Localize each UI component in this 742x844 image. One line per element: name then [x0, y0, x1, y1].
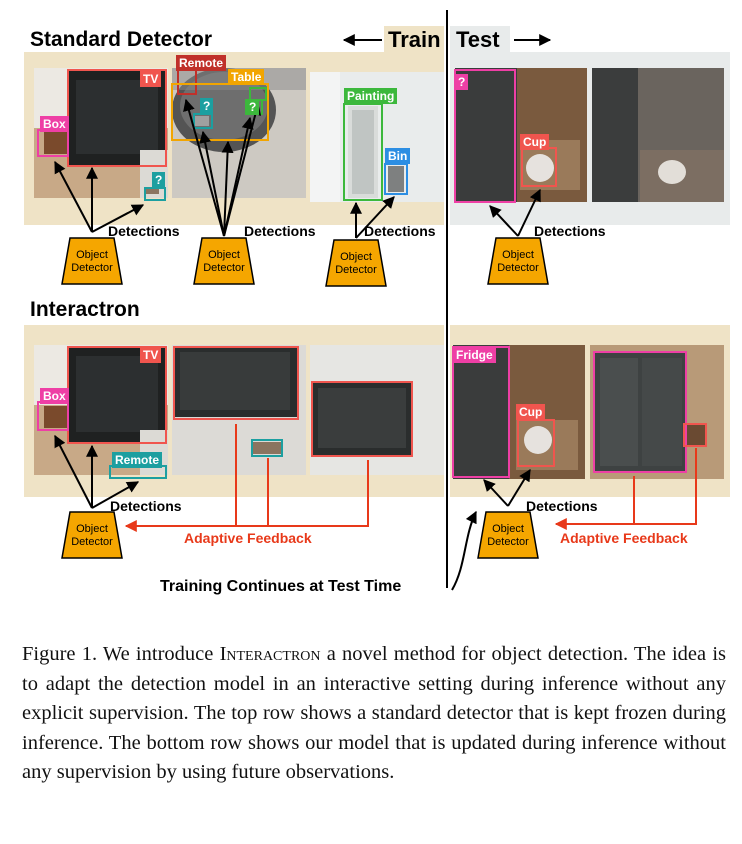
interactron-heading: Interactron [30, 298, 140, 321]
test-label-bg [450, 26, 510, 52]
train-heading: Train [388, 27, 441, 52]
bottom-frame-2 [172, 345, 306, 475]
detections-label-2: Detections [244, 223, 316, 239]
detections-label-5: Detections [110, 498, 182, 514]
tag-painting-top: Painting [344, 88, 398, 104]
bbox-table-top [171, 83, 269, 141]
detector-top-4 [487, 237, 549, 285]
bbox-tv-bottom-3 [311, 381, 413, 457]
detections-label-3: Detections [364, 223, 436, 239]
detector-top-3 [325, 239, 387, 287]
standard-detector-heading: Standard Detector [30, 28, 213, 51]
tag-tv-top: TV [140, 71, 162, 87]
feedback-lines-right [554, 448, 697, 530]
bottom-frame-5 [590, 345, 724, 479]
tag-remote-bottom: Remote [112, 452, 163, 468]
bbox-unknown-1 [144, 187, 166, 201]
bottom-arrows-2 [483, 468, 531, 507]
tag-box-top: Box [40, 116, 69, 132]
detector-bottom-2 [477, 511, 539, 559]
detections-label-4: Detections [534, 223, 606, 239]
top-arrows-4 [489, 188, 541, 237]
tag-unknown-2: ? [200, 98, 214, 114]
top-frame-5 [592, 68, 724, 202]
figure-1: Standard Detector Interactron Train Test… [24, 10, 730, 595]
top-arrows-1 [54, 160, 145, 233]
bottom-arrows-1 [54, 434, 140, 509]
bottom-frame-3 [310, 345, 444, 475]
adaptive-feedback-label-right: Adaptive Feedback [560, 530, 688, 546]
tag-unknown-1: ? [152, 172, 166, 188]
detector-top-2 [193, 237, 255, 285]
top-arrows-3 [350, 196, 395, 239]
figure-caption: Figure 1. We introduce Interactron a nov… [22, 643, 727, 783]
bbox-cup-bottom-2 [683, 423, 707, 447]
tag-remote-top: Remote [176, 55, 227, 71]
detector-top-1 [61, 237, 123, 285]
bbox-tv-bottom-2 [173, 346, 299, 420]
detections-label-1: Detections [108, 223, 180, 239]
tag-bin-top: Bin [385, 148, 411, 164]
bbox-remote-bottom-2 [251, 439, 283, 457]
train-label-bg [384, 26, 444, 52]
tag-cup-bottom: Cup [516, 404, 546, 420]
bbox-bin-top [384, 163, 408, 195]
top-frame-1 [34, 68, 168, 198]
tag-tv-bottom: TV [140, 347, 162, 363]
tag-box-bottom: Box [40, 388, 69, 404]
tag-unknown-3: ? [246, 99, 260, 115]
tag-fridge-bottom: Fridge [453, 347, 496, 363]
feedback-lines-left [124, 424, 369, 532]
training-continues-arrow [451, 510, 477, 591]
adaptive-feedback-label-left: Adaptive Feedback [184, 530, 312, 546]
tag-table-top: Table [228, 69, 265, 85]
top-arrows-2 [183, 98, 262, 237]
bbox-unknown-test [454, 69, 516, 203]
detector-bottom-1 [61, 511, 123, 559]
bbox-cup-bottom [517, 419, 555, 467]
bbox-fridge-bottom-2 [593, 351, 687, 473]
bbox-unknown-2 [193, 113, 213, 129]
tag-cup-top: Cup [520, 134, 550, 150]
training-continues-label: Training Continues at Test Time [160, 578, 402, 595]
test-heading: Test [456, 27, 500, 52]
bbox-painting-top [343, 103, 383, 201]
tag-unknown-test: ? [455, 74, 469, 90]
caption-method-name: Interactron [219, 643, 321, 665]
detections-label-6: Detections [526, 498, 598, 514]
